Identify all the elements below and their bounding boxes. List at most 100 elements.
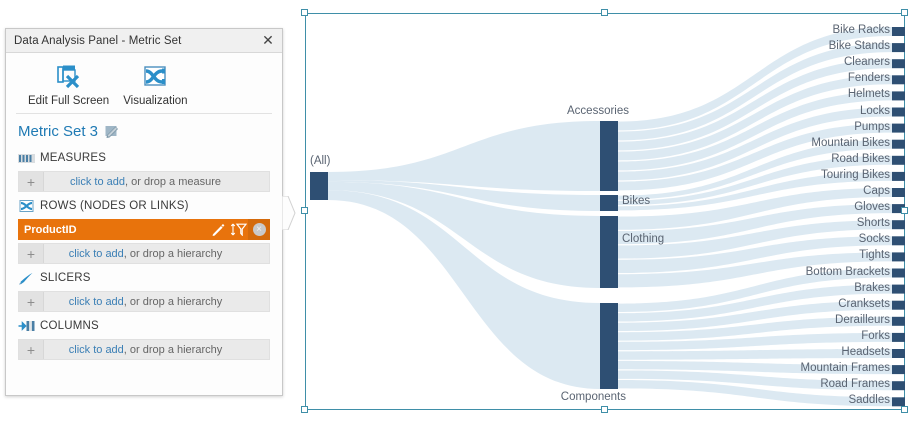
sankey-node[interactable] <box>600 195 618 211</box>
sankey-leaf-label: Mountain Bikes <box>811 136 890 149</box>
sankey-link[interactable] <box>618 349 892 360</box>
columns-drop-target[interactable]: + click to add, or drop a hierarchy <box>18 339 270 360</box>
sankey-link[interactable] <box>618 284 892 322</box>
panel-titlebar[interactable]: Data Analysis Panel - Metric Set ✕ <box>6 29 282 53</box>
sankey-node[interactable] <box>600 303 618 389</box>
sankey-link[interactable] <box>618 188 892 230</box>
sankey-node[interactable] <box>892 397 905 407</box>
sankey-leaf-label: Forks <box>861 329 890 342</box>
sankey-link[interactable] <box>328 190 600 389</box>
sankey-link[interactable] <box>618 27 892 131</box>
sankey-link[interactable] <box>618 220 892 259</box>
sankey-node-label-root: (All) <box>310 155 331 167</box>
add-hierarchy-columns-icon[interactable]: + <box>19 340 44 359</box>
resize-handle-w[interactable] <box>301 207 308 214</box>
sankey-node[interactable] <box>892 300 905 310</box>
sankey-node[interactable] <box>892 43 905 53</box>
sankey-leaf-label: Bike Racks <box>832 24 890 36</box>
add-hierarchy-slicers-icon[interactable]: + <box>19 292 44 311</box>
sankey-node[interactable] <box>892 107 905 117</box>
sankey-node[interactable] <box>892 220 905 230</box>
sankey-node[interactable] <box>892 204 905 214</box>
rows-drop-target[interactable]: + click to add, or drop a hierarchy <box>18 243 270 264</box>
visualization-button[interactable]: Visualization <box>123 62 188 107</box>
sankey-link[interactable] <box>618 316 892 341</box>
sankey-node[interactable] <box>892 123 905 133</box>
sankey-link[interactable] <box>618 360 892 375</box>
sankey-node[interactable] <box>892 236 905 246</box>
sankey-node[interactable] <box>892 252 905 262</box>
sankey-link[interactable] <box>618 300 892 332</box>
sankey-link[interactable] <box>618 75 892 161</box>
sankey-node[interactable] <box>892 284 905 294</box>
panel-expand-tab[interactable] <box>281 195 296 231</box>
sankey-node[interactable] <box>892 171 905 181</box>
sankey-link[interactable] <box>618 370 892 391</box>
panel-toolbar: Edit Full Screen Visualization <box>16 53 272 114</box>
sankey-node[interactable] <box>892 139 905 149</box>
sankey-link[interactable] <box>618 123 892 191</box>
sankey-node[interactable] <box>600 216 618 288</box>
sankey-link[interactable] <box>618 171 892 211</box>
sankey-leaf-label: Gloves <box>854 201 890 214</box>
sankey-node[interactable] <box>892 91 905 101</box>
sankey-link[interactable] <box>618 91 892 171</box>
sankey-link[interactable] <box>618 139 892 200</box>
sankey-link[interactable] <box>618 252 892 288</box>
sankey-link[interactable] <box>618 236 892 273</box>
sankey-leaf-label: Shorts <box>856 217 890 230</box>
sankey-leaf-label: Pumps <box>854 120 890 133</box>
sankey-link[interactable] <box>618 59 892 151</box>
sankey-node[interactable] <box>892 365 905 375</box>
sankey-link[interactable] <box>618 155 892 206</box>
sankey-node[interactable] <box>310 172 328 200</box>
slicers-drop-target[interactable]: + click to add, or drop a hierarchy <box>18 291 270 312</box>
add-hierarchy-rows-icon[interactable]: + <box>19 244 44 263</box>
measures-bars-icon <box>18 152 35 165</box>
edit-full-screen-button[interactable]: Edit Full Screen <box>28 62 109 107</box>
add-measure-icon[interactable]: + <box>19 172 44 191</box>
close-icon[interactable]: ✕ <box>262 32 274 48</box>
resize-handle-s[interactable] <box>601 406 608 413</box>
remove-icon[interactable]: × <box>248 219 270 240</box>
sankey-node[interactable] <box>892 27 905 36</box>
field-productid[interactable]: ProductID × <box>18 219 270 240</box>
sankey-node[interactable] <box>600 121 618 191</box>
sankey-node[interactable] <box>892 59 905 69</box>
sankey-node[interactable] <box>892 332 905 342</box>
sankey-node[interactable] <box>892 349 905 358</box>
pencil-icon[interactable] <box>208 223 228 236</box>
pencil-edit-icon[interactable] <box>104 124 120 139</box>
sankey-node[interactable] <box>892 381 905 391</box>
sankey-link[interactable] <box>328 180 600 211</box>
sankey-node[interactable] <box>892 316 905 326</box>
sankey-diagram <box>310 27 905 407</box>
sankey-node-label-components: Components <box>560 391 626 403</box>
sort-filter-icon[interactable] <box>228 223 248 236</box>
sankey-link[interactable] <box>618 43 892 141</box>
sankey-node[interactable] <box>892 188 905 197</box>
sankey-node[interactable] <box>892 155 905 165</box>
metric-set-title[interactable]: Metric Set 3 <box>18 123 99 140</box>
section-rows: ROWS (NODES OR LINKS) ProductID × <box>18 196 270 264</box>
resize-handle-sw[interactable] <box>301 406 308 413</box>
sankey-link[interactable] <box>618 380 892 407</box>
resize-handle-nw[interactable] <box>301 9 308 16</box>
section-columns: COLUMNS + click to add, or drop a hierar… <box>18 316 270 360</box>
sankey-link[interactable] <box>328 181 600 288</box>
resize-handle-e[interactable] <box>901 207 908 214</box>
sankey-node[interactable] <box>892 268 905 278</box>
sankey-link[interactable] <box>618 107 892 181</box>
sankey-link[interactable] <box>618 332 892 351</box>
resize-handle-n[interactable] <box>601 9 608 16</box>
sankey-leaf-label: Cranksets <box>838 297 890 310</box>
resize-handle-se[interactable] <box>901 406 908 413</box>
sankey-link[interactable] <box>618 204 892 245</box>
resize-handle-ne[interactable] <box>901 9 908 16</box>
section-rows-header: ROWS (NODES OR LINKS) <box>18 196 270 216</box>
measures-drop-target[interactable]: + click to add, or drop a measure <box>18 171 270 192</box>
sankey-node[interactable] <box>892 75 905 85</box>
sankey-link[interactable] <box>328 121 600 191</box>
sankey-link[interactable] <box>618 268 892 312</box>
